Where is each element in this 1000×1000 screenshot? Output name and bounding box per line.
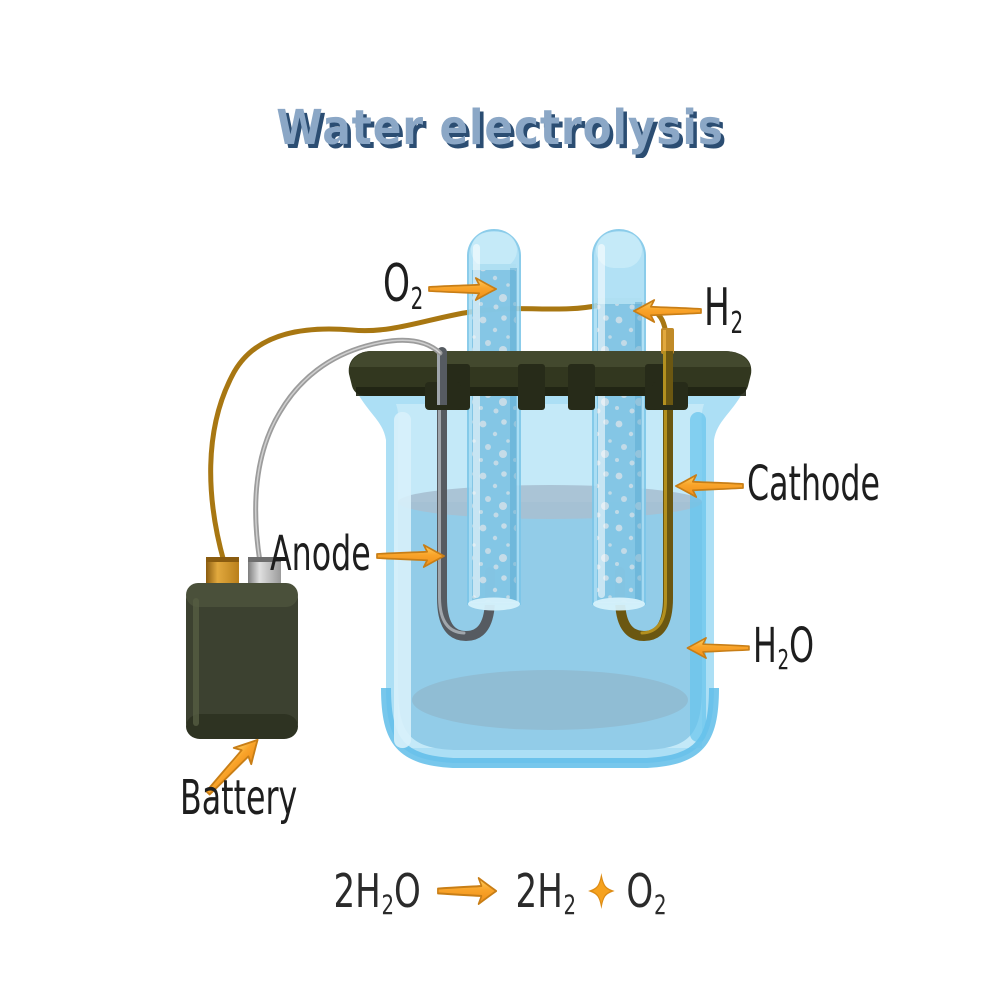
equation-reactant: 2H2O <box>333 864 421 921</box>
tube-glint <box>473 244 480 598</box>
battery-top-face <box>186 583 298 607</box>
battery-label: Battery <box>180 770 298 826</box>
tube-shade <box>635 302 642 602</box>
beaker-right-shade <box>690 412 706 742</box>
battery-side-glint <box>193 598 199 726</box>
yields-arrow-icon <box>437 877 498 905</box>
tube-waterline <box>472 264 516 270</box>
tube-clamp <box>568 364 595 410</box>
tube-glint <box>598 244 605 598</box>
wire-negative <box>253 337 443 565</box>
battery <box>186 557 298 739</box>
beaker-left-glint <box>394 412 411 748</box>
beaker-lid <box>348 351 752 410</box>
tube-mouth <box>593 597 645 611</box>
chemical-equation: 2H2O 2H2 O2 <box>130 864 870 921</box>
test-tube-oxygen <box>467 229 521 611</box>
water-label: H2O <box>753 618 815 677</box>
anode-rod-through-lid <box>437 351 447 405</box>
cathode-electrode <box>615 347 673 642</box>
anode-electrode <box>437 347 495 642</box>
plus-icon <box>587 873 615 909</box>
beaker-bottom-shadow <box>412 670 688 730</box>
lid-top-highlight <box>350 351 750 367</box>
tube-waterline <box>597 298 641 304</box>
battery-body <box>186 583 298 739</box>
equation-product-hydrogen: 2H2 <box>515 864 577 921</box>
equation-product-oxygen: O2 <box>626 864 667 921</box>
tube-gas-space <box>471 232 517 268</box>
tube-mouth <box>468 597 520 611</box>
lid-front-edge <box>356 387 746 396</box>
cathode-label: Cathode <box>747 456 881 512</box>
beaker-bottom-rim <box>381 687 719 768</box>
tube-shade <box>510 268 517 602</box>
beaker <box>357 392 743 768</box>
diagram-title: Water electrolysis <box>276 100 724 156</box>
test-tube-hydrogen <box>592 229 646 611</box>
anode-label: Anode <box>270 526 371 582</box>
cathode-rod-through-lid <box>661 328 674 405</box>
tube-gas-space <box>596 232 642 268</box>
battery-bottom-shade <box>186 714 298 739</box>
tube-clamp <box>518 364 545 410</box>
hydrogen-label: H2 <box>704 278 744 341</box>
oxygen-label: O2 <box>383 254 424 317</box>
